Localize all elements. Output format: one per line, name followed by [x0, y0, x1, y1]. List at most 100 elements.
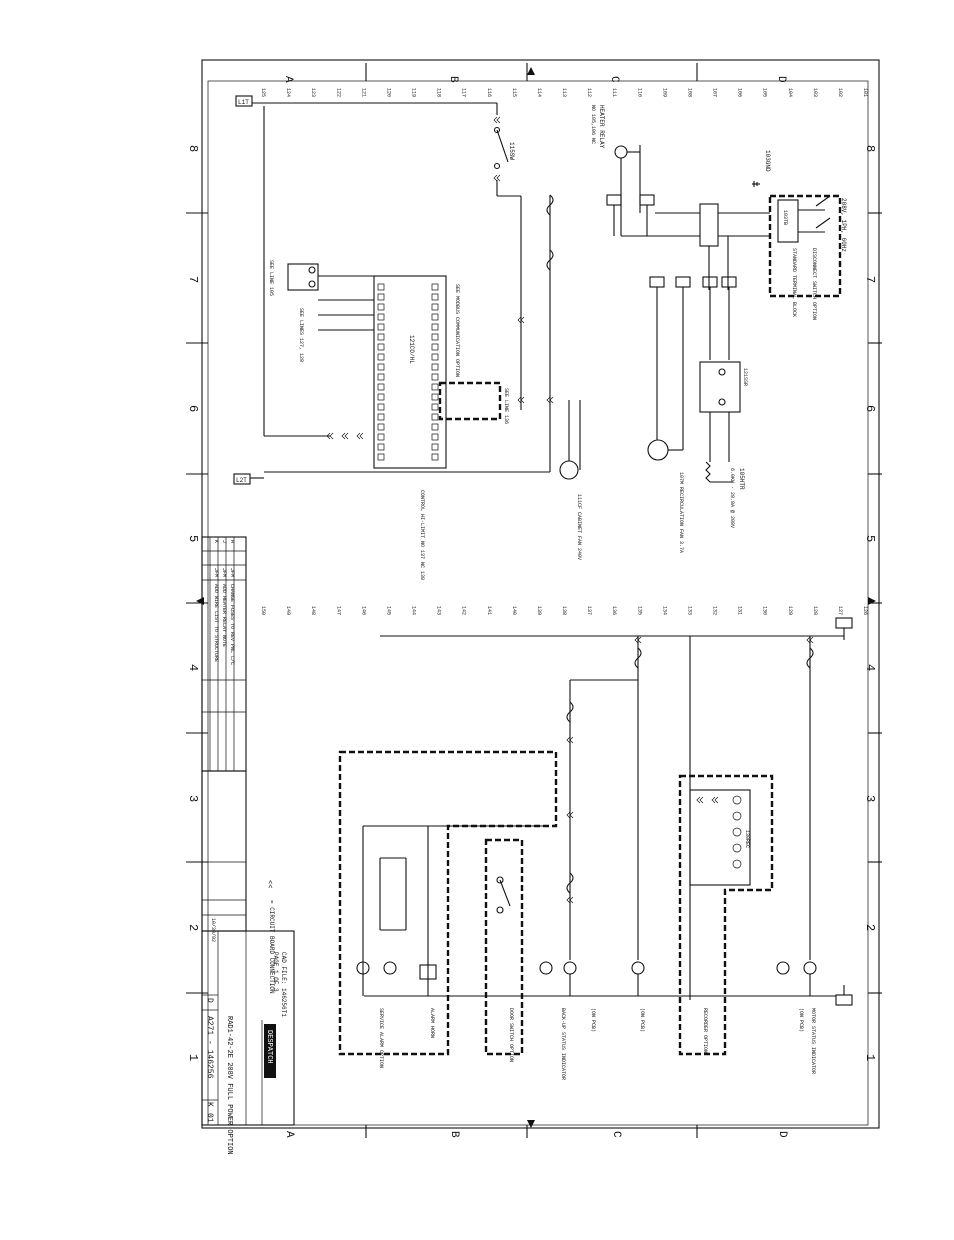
recirc-fan-label: 107M RECIRCULATION FAN 3.7A — [678, 472, 684, 553]
row-num-3-left: 3 — [186, 795, 200, 802]
service-alarm-lamp-icon — [356, 961, 370, 975]
circuit-board-connector-icon — [356, 432, 364, 440]
circuit-board-connector-icon — [517, 396, 525, 404]
board-pin — [431, 343, 439, 351]
board-pin — [431, 293, 439, 301]
comm-option-label: SEE MODBUS COMMUNICATION OPTION — [454, 284, 460, 377]
heater-relay-contacts: NO 105,106 NC — [590, 105, 596, 144]
board-pin — [431, 353, 439, 361]
recorder-terminal — [732, 827, 742, 837]
rev-row-1-by: JFM — [213, 568, 219, 577]
disconnect-label: DISCONNECT SWITCH OPTION — [811, 248, 817, 320]
circuit-board-connector-icon — [493, 116, 501, 124]
column-letters: A B C D A B C D — [282, 76, 788, 1138]
line-number-131: 131 — [737, 606, 743, 615]
recorder-terminal — [732, 843, 742, 853]
row-num-3-right: 3 — [863, 795, 877, 802]
legend-arrow-icon: << — [265, 880, 273, 888]
line-number-103: 103 — [812, 88, 818, 97]
company-logo-bar — [264, 1024, 276, 1078]
row-num-7-left: 7 — [186, 276, 200, 283]
sheet-border — [186, 59, 882, 1138]
drawing-size: D — [205, 998, 214, 1003]
on-pcb-label-1: (ON PCB) — [798, 1008, 804, 1032]
line-number-141: 141 — [486, 606, 492, 615]
hi-limit-box — [438, 381, 502, 421]
board-pin — [377, 313, 385, 321]
control-circuit: MOTOR STATUS INDICATOR (ON PCB) (ON PCB)… — [265, 617, 853, 1080]
motor-relay-coil-icon — [776, 961, 790, 975]
row-num-7-right: 7 — [863, 276, 877, 283]
row-num-6-right: 6 — [863, 405, 877, 412]
line-number-122: 122 — [335, 88, 341, 97]
l2t-terminal — [233, 473, 251, 485]
revision-block: K ADD WIRE LIST TO STRUCTURE JFM J ADD H… — [201, 536, 247, 772]
board-pin — [431, 383, 439, 391]
line-number-142: 142 — [461, 606, 467, 615]
board-pin — [377, 413, 385, 421]
board-pin — [377, 453, 385, 461]
board-pin — [431, 403, 439, 411]
board-pin — [377, 443, 385, 451]
l1t-terminal — [235, 95, 253, 107]
line-number-148: 148 — [310, 606, 316, 615]
recirc-fan-motor-icon — [647, 439, 669, 461]
line-number-128: 128 — [812, 606, 818, 615]
heater-rating: 6.0KW - 28.8A @ 208V — [729, 468, 735, 528]
line-number-144: 144 — [411, 606, 417, 615]
line-number-139: 139 — [536, 606, 542, 615]
motor-status-label: MOTOR STATUS INDICATOR — [810, 1008, 816, 1074]
board-pin — [431, 443, 439, 451]
board-pin — [377, 283, 385, 291]
line-number-117: 117 — [461, 88, 467, 97]
row-num-1-left: 1 — [186, 1054, 200, 1061]
recorder-option-label: RECORDER OPTION — [702, 1008, 708, 1053]
line-number-137: 137 — [586, 606, 592, 615]
ground-label: 103GND — [764, 150, 771, 172]
circuit-board-connector-icon — [326, 432, 334, 440]
line-number-138: 138 — [561, 606, 567, 615]
line-number-126: 126 — [862, 606, 868, 615]
fuse-block-6 — [639, 194, 655, 206]
line-number-140: 140 — [511, 606, 517, 615]
line-number-108: 108 — [686, 88, 692, 97]
recorder-terminal — [732, 795, 742, 805]
row-num-4-left: 4 — [186, 664, 200, 671]
controller-board — [373, 275, 447, 469]
rev-row-3-rev: H — [229, 540, 235, 543]
line-number-146: 146 — [360, 606, 366, 615]
board-pin — [431, 323, 439, 331]
backup-indicator-label: BACK-UP STATUS INDICATOR — [560, 1008, 566, 1080]
recorder-label: 130REC — [744, 830, 750, 848]
col-letter-c-top: C — [608, 76, 620, 83]
door-switch-label: DOOR SWITCH OPTION — [508, 1008, 514, 1062]
col-letter-c-bottom: C — [610, 1131, 622, 1138]
recorder-terminal — [732, 859, 742, 869]
alarm-panel-label: SEE LINE 136 — [503, 388, 509, 424]
board-pin — [431, 333, 439, 341]
backup-lamp-icon — [563, 961, 577, 975]
drawing-sheet: 01 — [205, 1113, 214, 1123]
line-number-114: 114 — [536, 88, 542, 97]
circuit-board-connector-icon — [806, 636, 814, 644]
board-pin — [377, 433, 385, 441]
terminal-block-103tb — [699, 203, 719, 247]
recorder-pins — [732, 795, 742, 869]
col-letter-a-bottom: A — [283, 1131, 295, 1138]
center-arrow-right — [868, 597, 876, 605]
row-num-2-left: 2 — [186, 924, 200, 931]
rev-row-2-by: JFM — [221, 568, 227, 577]
line-number-112: 112 — [586, 88, 592, 97]
board-pin — [377, 383, 385, 391]
line-number-104: 104 — [787, 88, 793, 97]
rail-bottom-terminal — [835, 994, 853, 1006]
l2t-label: L2T — [236, 477, 247, 484]
control-unit-label: CONTROL HI-LIMIT NO 137 NC 138 — [419, 490, 425, 580]
line-number-127: 127 — [837, 606, 843, 615]
rev-row-3-desc: CHANGE FUSES TO REV PNL L/C — [229, 584, 235, 665]
door-switch-option-box — [484, 838, 524, 1056]
